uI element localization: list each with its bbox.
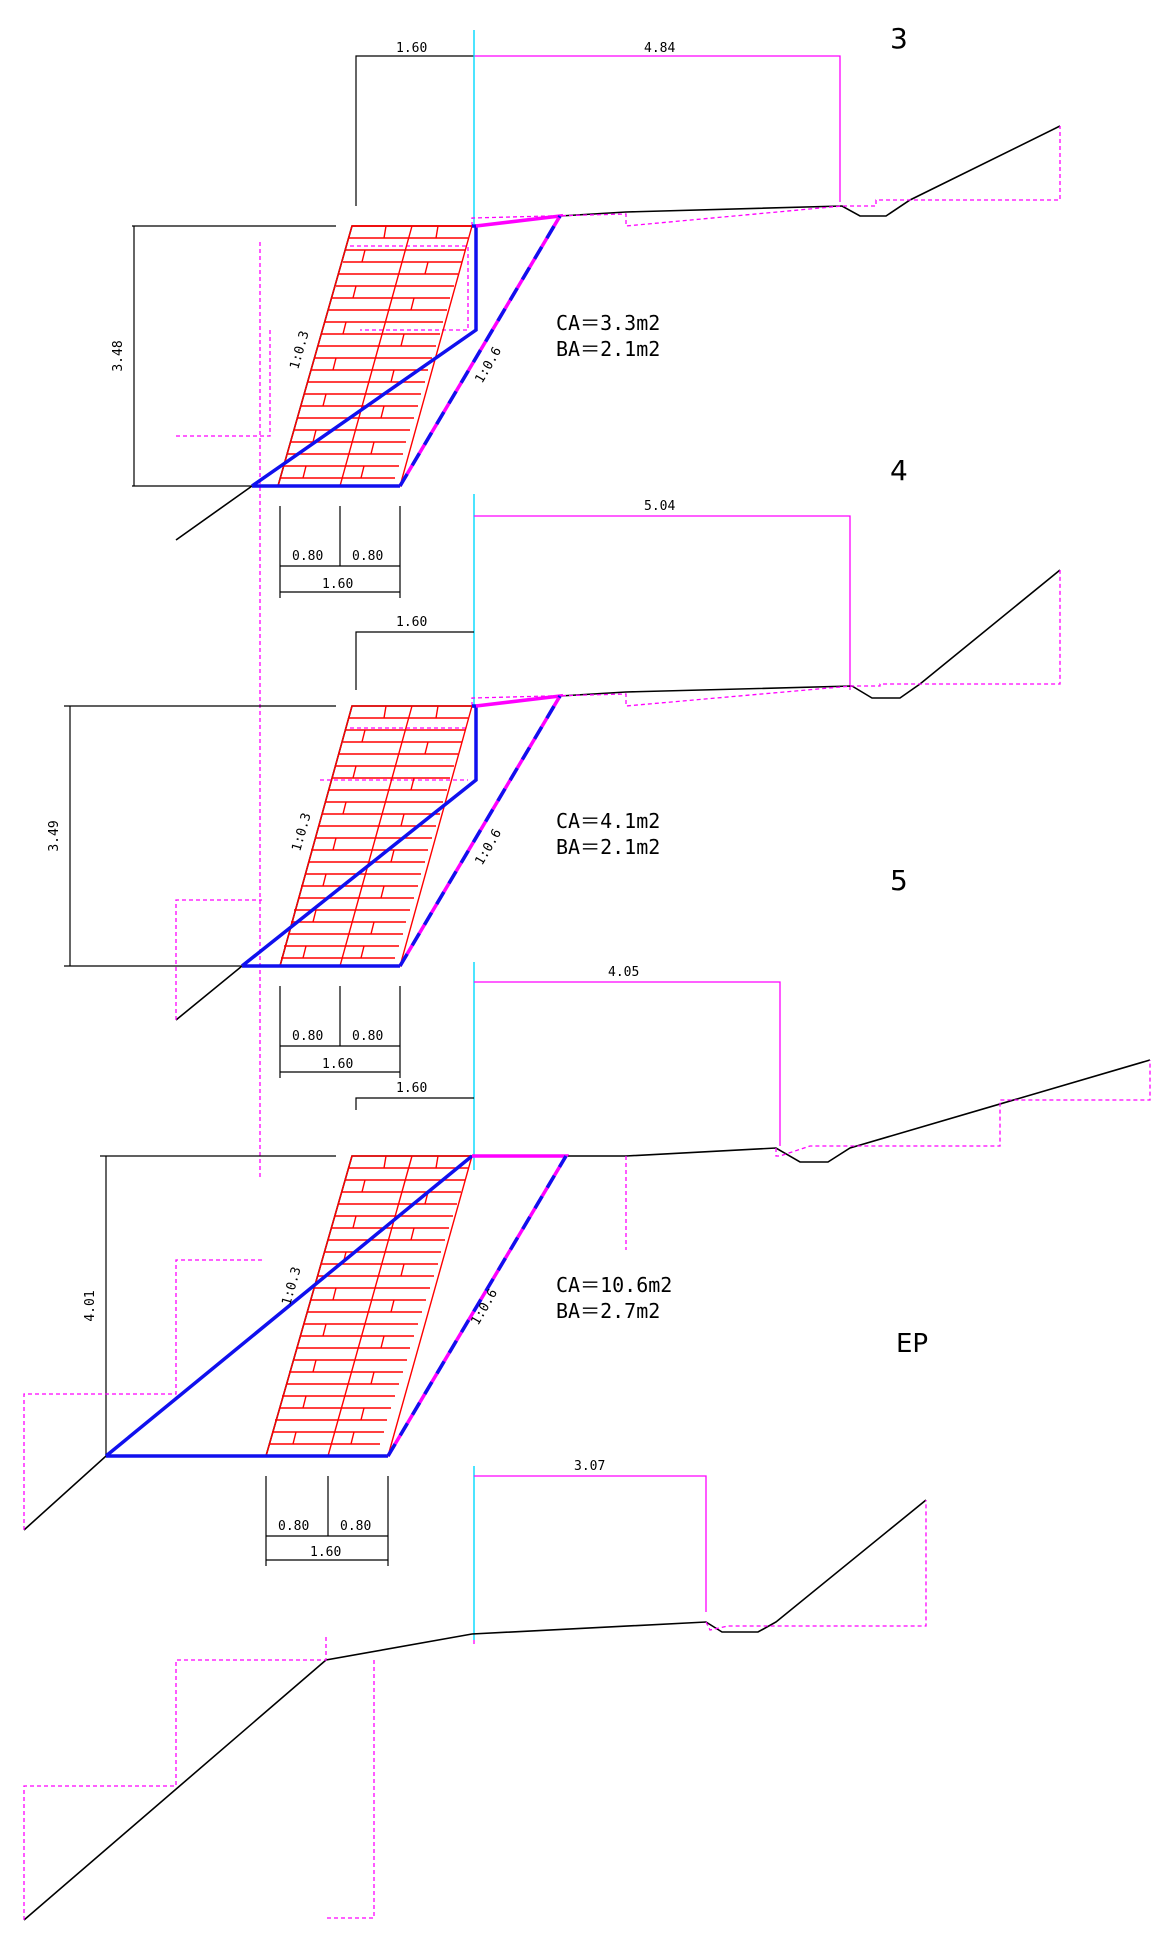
excavation-outline [250,224,478,488]
dim-half-a: 0.80 [292,1029,323,1044]
backfill-slope-dash [398,695,562,967]
design-right [775,1060,1151,1157]
slope-front: 1:0.3 [279,1265,304,1307]
section-label-ep: EP [896,1329,928,1359]
area-ba: BA＝2.7m2 [556,1299,660,1323]
dim-half-b: 0.80 [352,1029,383,1044]
dim-height: 3.48 [111,340,126,371]
dim-base: 1.60 [322,577,353,592]
dim-height: 4.01 [83,1290,98,1321]
dim-half-b: 0.80 [352,549,383,564]
dim-top-width: 1.60 [396,1081,427,1096]
base-dims [265,1476,389,1566]
dim-line-offset [474,515,851,690]
section-label-3: 3 [890,22,908,55]
dim-line-offset [474,55,841,202]
section-5: 5 4.05 1.60 4.01 [23,864,1151,1566]
dim-top-width: 1.60 [396,41,427,56]
base-dims [279,986,401,1078]
section-label-5: 5 [890,864,908,897]
design-inner [350,245,469,331]
area-ca: CA＝10.6m2 [556,1273,672,1297]
dim-half-a: 0.80 [278,1519,309,1534]
area-ba: BA＝2.1m2 [556,337,660,361]
slope-back: 1:0.6 [472,345,505,386]
design-step-left [176,330,271,437]
retaining-wall-blocks [265,1155,473,1457]
ground-line [23,1499,927,1921]
slope-front: 1:0.3 [287,329,312,371]
dim-base: 1.60 [310,1545,341,1560]
section-label-4: 4 [890,454,908,487]
block-courses [281,705,468,967]
ground-line [175,569,1061,1021]
area-ca: CA＝4.1m2 [556,809,660,833]
block-courses [269,1155,469,1457]
dim-offset: 4.84 [644,41,675,56]
design-step-left [175,899,262,1020]
design-step-left [23,1636,327,1920]
dim-offset: 5.04 [644,499,675,514]
dim-line-offset [474,1475,707,1612]
dim-line-offset [474,981,781,1146]
section-ep: EP 3.07 [23,1329,928,1921]
dim-half-b: 0.80 [340,1519,371,1534]
design-right [471,126,1061,227]
dim-line-top-width [355,55,474,206]
retaining-wall-blocks [279,705,473,967]
section-4: 4 5.04 1.60 3.49 [47,454,1061,1078]
dim-offset: 3.07 [574,1459,605,1474]
area-ca: CA＝3.3m2 [556,311,660,335]
dim-base: 1.60 [322,1057,353,1072]
dim-height: 3.49 [47,820,62,851]
dim-line-top-width [355,631,474,690]
excavation-outline [240,704,478,968]
design-step-lower [324,1660,375,1919]
backfill-slope-dash [398,215,562,487]
section-3: 3 1.60 4.84 3.48 [111,22,1061,1180]
retaining-wall-blocks [277,225,473,487]
design-step-left [23,1259,262,1530]
excavation-outline [104,1154,474,1458]
dim-line-top-width [355,1097,474,1110]
design-right [471,570,1061,707]
slope-back: 1:0.6 [468,1287,501,1328]
dim-offset: 4.05 [608,965,639,980]
block-courses [281,225,468,487]
design-right [705,1500,927,1631]
base-dims [279,506,401,598]
dim-top-width: 1.60 [396,615,427,630]
dim-half-a: 0.80 [292,549,323,564]
slope-front: 1:0.3 [289,811,314,853]
area-ba: BA＝2.1m2 [556,835,660,859]
backfill-slope-dash [386,1155,568,1457]
